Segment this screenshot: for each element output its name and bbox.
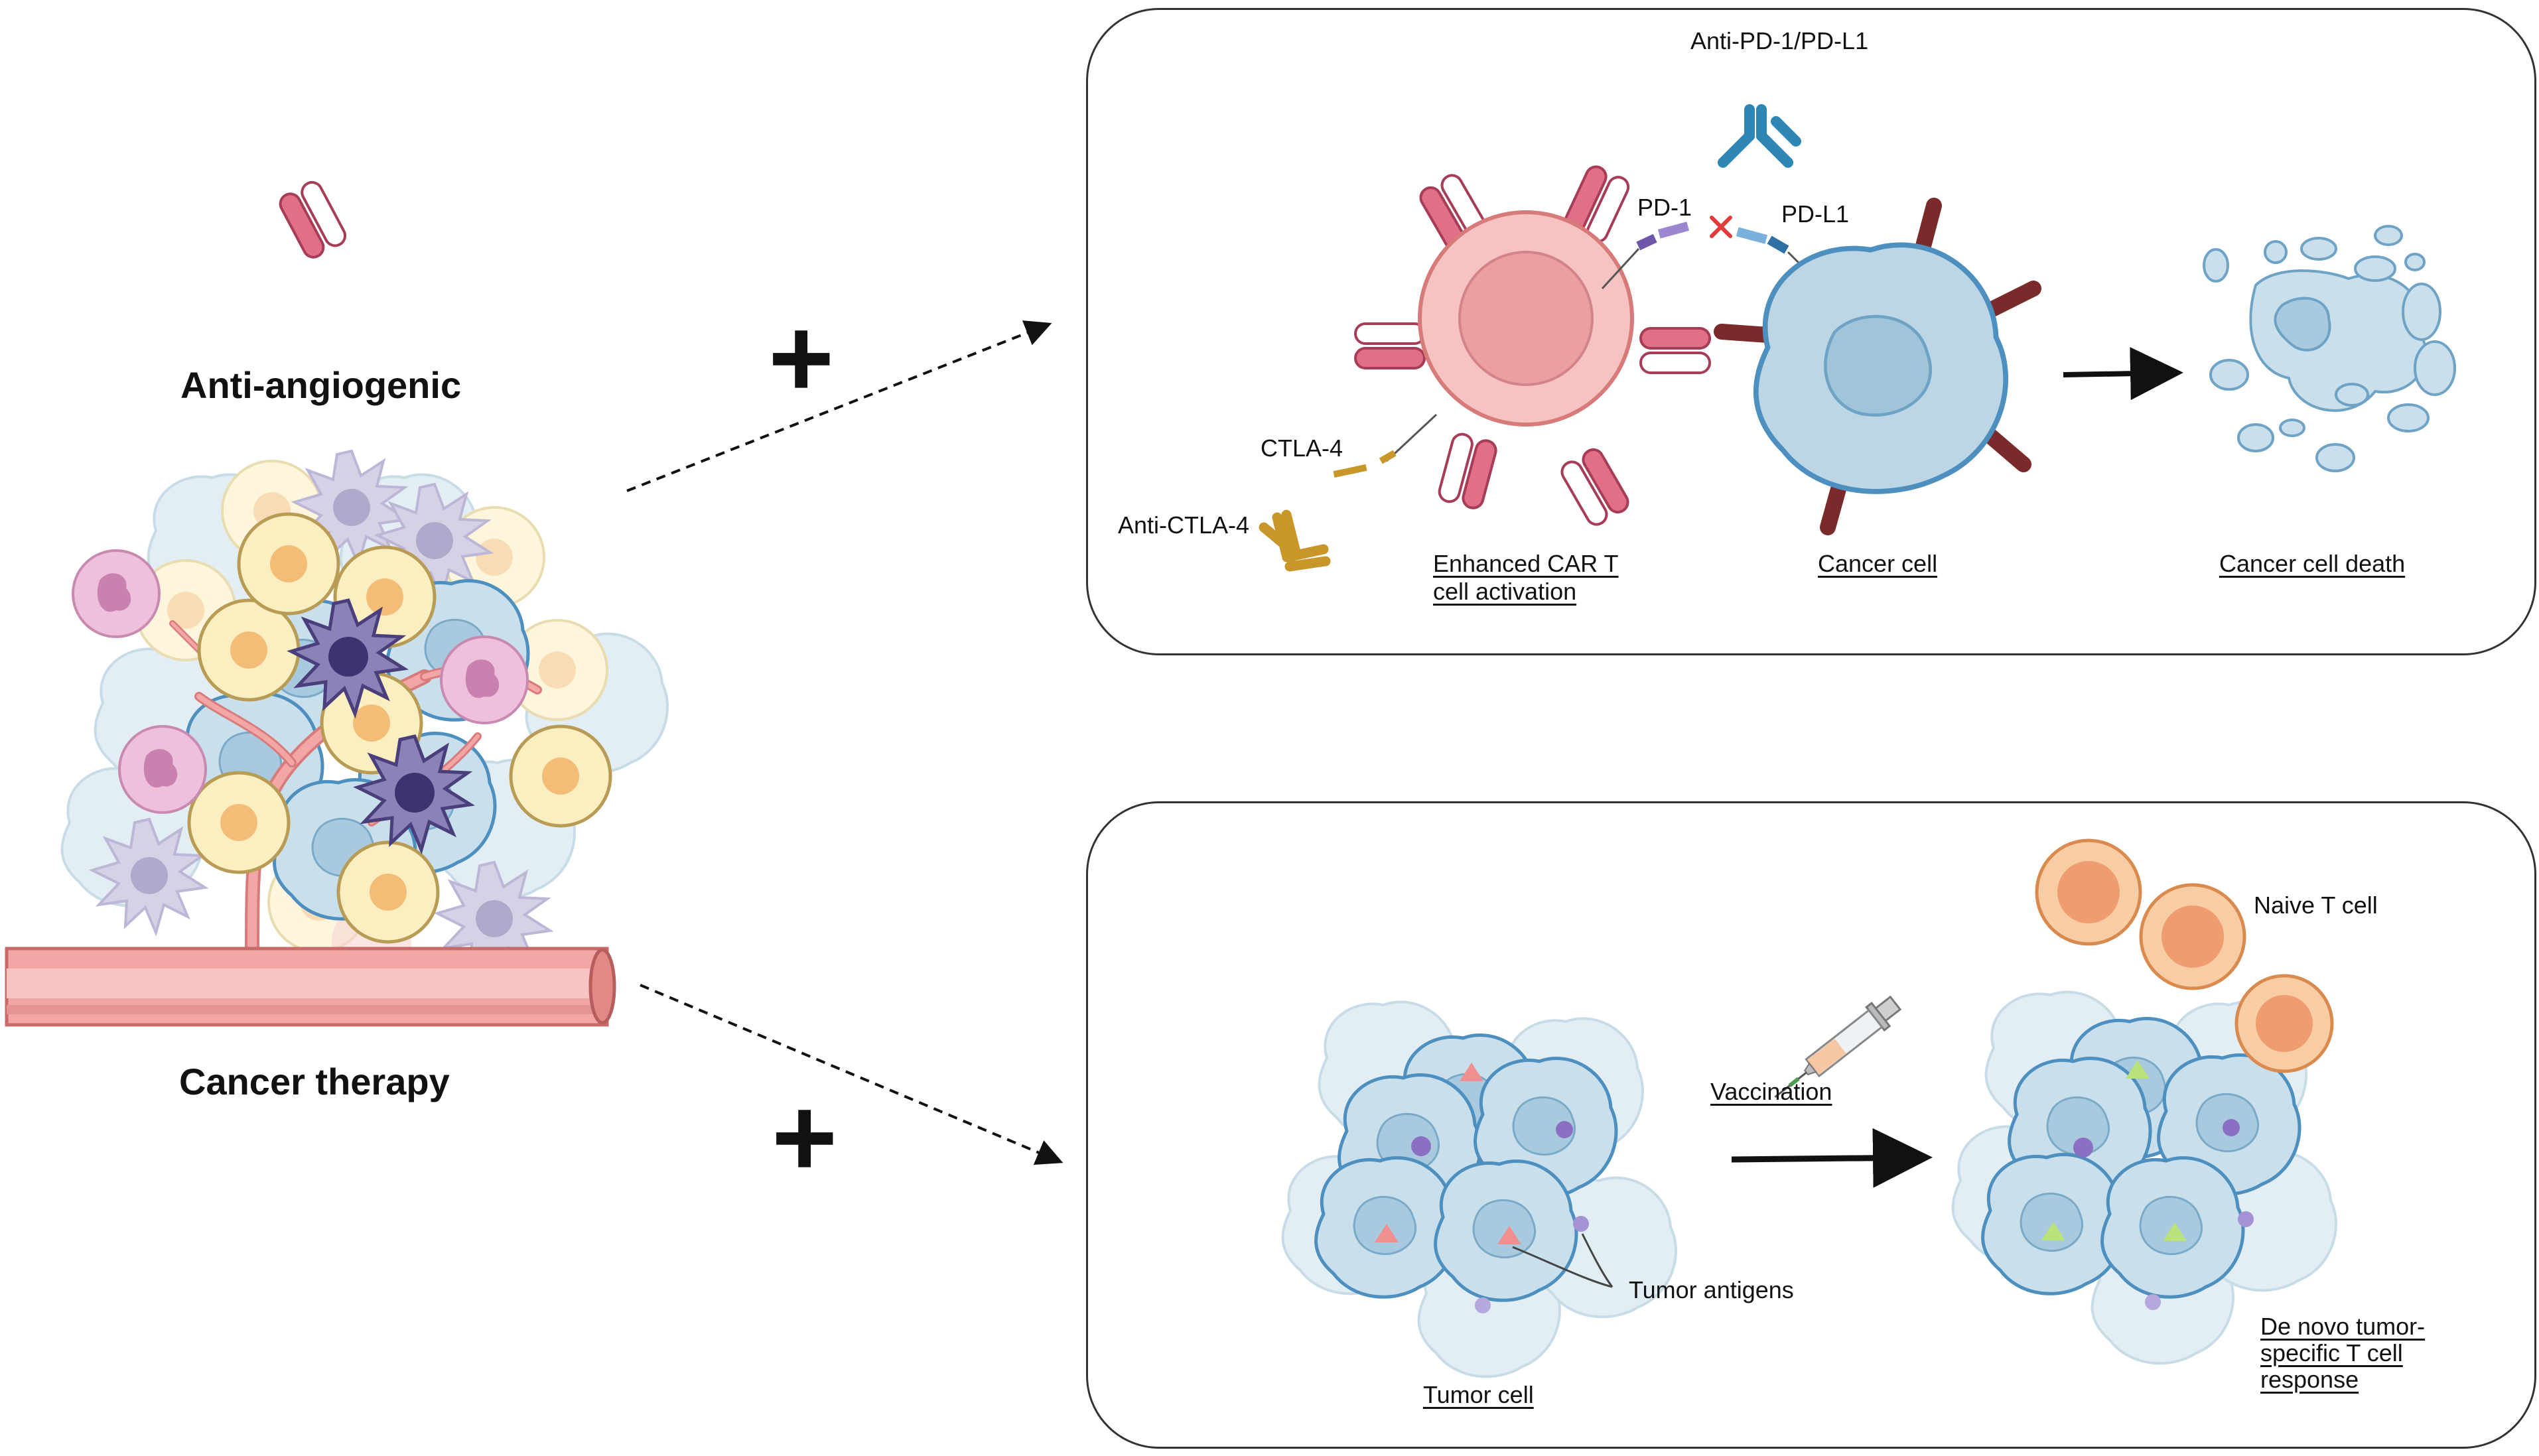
naive-t-label: Naive T cell	[2254, 892, 2378, 919]
block-x-icon	[1710, 216, 1732, 238]
checkpoint-panel-graphics	[277, 104, 2456, 572]
cell-death-caption: Cancer cell death	[2219, 550, 2406, 577]
death-arrow	[2063, 347, 2183, 401]
anti-pd1-label: Anti-PD-1/PD-L1	[1690, 27, 1869, 54]
tumor-cell-cluster	[1281, 1000, 1678, 1378]
vaccination-arrow	[1731, 1128, 1933, 1188]
tumor-antigen-triangle	[2126, 1060, 2150, 1079]
car-t-cell	[277, 162, 1711, 530]
tumor-antigen-triangle	[1460, 1063, 1483, 1081]
tumor-antigen-triangle	[1497, 1226, 1521, 1244]
tumor-antigen-triangle	[2163, 1223, 2187, 1241]
syringe-icon	[1774, 995, 1902, 1098]
tumor-cell-caption: Tumor cell	[1423, 1381, 1534, 1408]
title-anti-angiogenic: Anti-angiogenic	[180, 364, 462, 406]
neutrophil	[72, 549, 161, 638]
naive-t-cells	[2035, 838, 2334, 1073]
plus-icon-bottom: +	[772, 1075, 838, 1201]
title-cancer-therapy: Cancer therapy	[179, 1061, 450, 1102]
tumor-antigen-triangle	[2041, 1222, 2065, 1240]
cancer-cell-caption: Cancer cell	[1818, 550, 1938, 577]
dashed-arrow-top	[626, 320, 1052, 492]
yellow-immune-cell	[199, 600, 299, 700]
tumor-antigen-dot	[1475, 1297, 1491, 1313]
response-caption-line1: De novo tumor-	[2260, 1313, 2426, 1340]
ctla4-receptor	[1333, 413, 1438, 478]
checkpoint-panel	[1086, 8, 2536, 655]
anti-ctla4-antibody	[1259, 509, 1331, 572]
cell-death-fragments	[2203, 225, 2456, 472]
tumor-antigen-dot	[1556, 1121, 1573, 1138]
neutrophil	[118, 725, 207, 814]
tumor-antigen-dot	[1411, 1136, 1431, 1156]
tumor-antigens-label: Tumor antigens	[1629, 1276, 1794, 1303]
vaccination-label: Vaccination	[1710, 1078, 1832, 1105]
yellow-immune-cell	[511, 726, 610, 826]
yellow-immune-cell	[239, 514, 338, 614]
plus-icon-top: +	[768, 295, 835, 421]
tumor-antigen-dot	[1573, 1216, 1589, 1232]
pd1-receptor	[1601, 222, 1690, 290]
neutrophil	[440, 635, 529, 724]
pd1-label: PD-1	[1637, 194, 1692, 221]
tumor-cluster-response	[1951, 990, 2338, 1365]
yellow-immune-cell	[338, 842, 438, 942]
yellow-immune-cell	[189, 773, 289, 872]
pdl1-label: PD-L1	[1781, 200, 1850, 228]
response-caption-line2: specific T cell	[2260, 1339, 2403, 1366]
tumor-antigen-triangle	[1375, 1224, 1399, 1242]
ctla4-label: CTLA-4	[1261, 434, 1343, 462]
car-t-caption-line1: Enhanced CAR T	[1433, 550, 1619, 577]
anti-ctla4-label: Anti-CTLA-4	[1118, 511, 1250, 539]
car-t-caption-line2: cell activation	[1433, 578, 1577, 605]
vaccine-panel	[1086, 801, 2536, 1449]
blood-vessel	[5, 947, 616, 1027]
anti-pd1-antibody	[1718, 104, 1801, 168]
tumor-microenvironment	[5, 450, 669, 1027]
response-caption-line3: response	[2260, 1366, 2359, 1393]
vaccine-panel-graphics	[1281, 838, 2338, 1378]
dashed-arrow-bottom	[640, 984, 1064, 1165]
cancer-cell	[1714, 198, 2041, 535]
